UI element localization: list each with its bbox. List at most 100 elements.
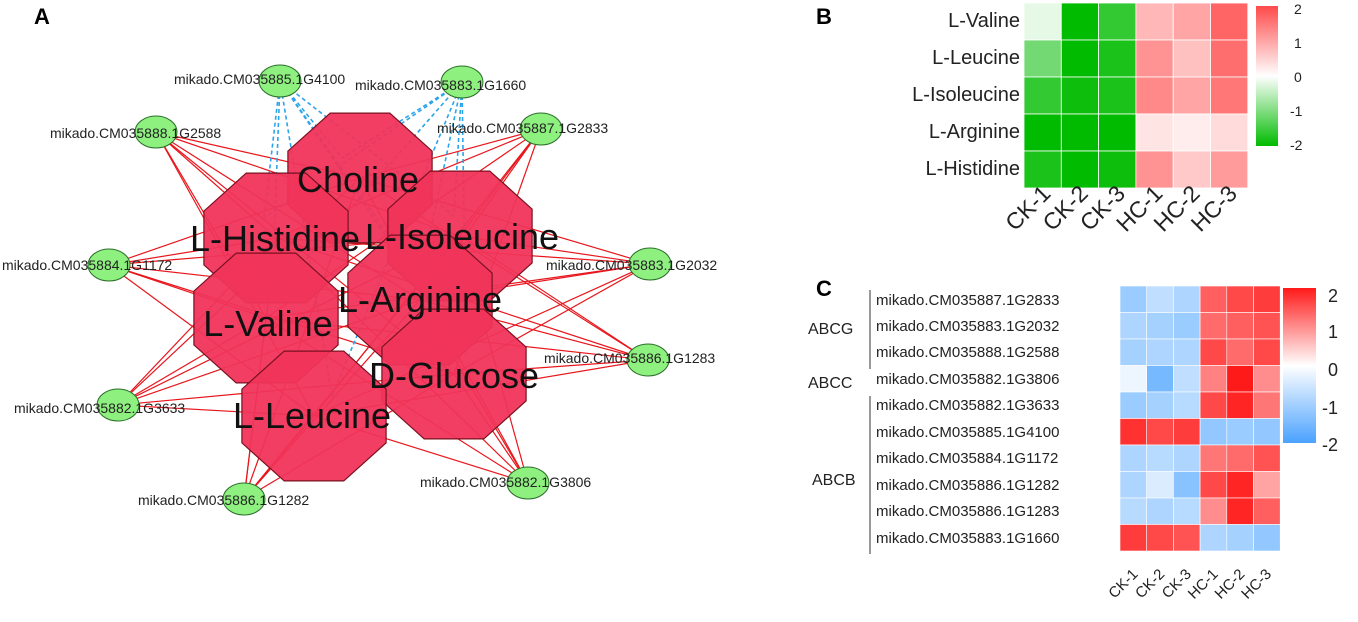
heatmap-c-row-label: mikado.CM035886.1G1282 <box>876 477 1059 494</box>
heatmap-c-cell <box>1119 497 1148 525</box>
gene-node <box>258 64 302 98</box>
legend-c-tick: -1 <box>1322 398 1338 418</box>
gene-node <box>506 466 550 500</box>
panel-label-b: B <box>816 4 832 29</box>
heatmap-c-cell <box>1199 444 1228 472</box>
gene-node <box>222 482 266 516</box>
heatmap-c-cell <box>1173 444 1201 472</box>
gene-label-g2032: mikado.CM035883.1G2032 <box>546 257 717 273</box>
heatmap-c-cell <box>1119 365 1148 393</box>
heatmap-c-cell <box>1146 391 1174 419</box>
heatmap-b-cell <box>1060 2 1100 41</box>
gene-label-g1282: mikado.CM035886.1G1282 <box>138 492 309 508</box>
gene-node <box>87 248 131 282</box>
heatmap-c-cell <box>1253 444 1281 472</box>
heatmap-c-cell <box>1199 312 1228 340</box>
heatmap-b-cell <box>1098 113 1137 152</box>
heatmap-c-cell <box>1119 418 1148 446</box>
heatmap-b-cell <box>1023 150 1062 189</box>
heatmap-b-column-labels: CK-1CK-2CK-3HC-1HC-2HC-3 <box>1000 180 1242 236</box>
heatmap-c-cell <box>1253 365 1281 393</box>
heatmap-c-cell <box>1146 338 1174 366</box>
panel-label-c: C <box>816 276 832 301</box>
heatmap-c-row-label: mikado.CM035883.1G1660 <box>876 530 1059 547</box>
heatmap-c-row-label: mikado.CM035882.1G3806 <box>876 371 1059 388</box>
heatmap-b-cell <box>1060 113 1100 152</box>
heatmap-b-legend: 2 1 0 -1 -2 <box>1256 1 1303 153</box>
heatmap-c-cell <box>1119 285 1148 313</box>
heatmap-c-cell <box>1119 524 1148 552</box>
heatmap-b: L-Valine L-Leucine L-Isoleucine L-Argini… <box>912 1 1303 236</box>
heatmap-b-cell <box>1172 76 1211 115</box>
heatmap-b-cell <box>1060 39 1100 78</box>
heatmap-c-cell <box>1226 285 1254 313</box>
heatmap-b-cell <box>1023 39 1062 78</box>
heatmap-c-cell <box>1226 471 1254 499</box>
legend-b-tick: -1 <box>1290 103 1303 119</box>
legend-c-tick: 1 <box>1328 322 1338 342</box>
heatmap-c-cell <box>1173 338 1201 366</box>
heatmap-b-cell <box>1098 39 1137 78</box>
group-label-abcc: ABCC <box>808 375 852 392</box>
legend-b-tick: -2 <box>1290 137 1303 153</box>
heatmap-c-cell <box>1226 312 1254 340</box>
group-label-abcg: ABCG <box>808 321 853 338</box>
heatmap-b-cell <box>1172 39 1211 78</box>
heatmap-c-cell <box>1173 497 1201 525</box>
heatmap-c-cell <box>1253 338 1281 366</box>
heatmap-c-cell <box>1173 471 1201 499</box>
heatmap-b-cell <box>1135 2 1174 41</box>
heatmap-b-cell <box>1210 113 1249 152</box>
negative-edge <box>453 81 463 217</box>
heatmap-c-row-label: mikado.CM035885.1G4100 <box>876 424 1059 441</box>
heatmap-c-cell <box>1173 524 1201 552</box>
heatmap-c-cell <box>1199 285 1228 313</box>
heatmap-c-row-label: mikado.CM035888.1G2588 <box>876 344 1059 361</box>
heatmap-c-group-brackets: ABCG ABCC ABCB <box>808 290 871 554</box>
gene-label-g1283: mikado.CM035886.1G1283 <box>544 350 715 366</box>
heatmap-c-cell <box>1146 365 1174 393</box>
heatmap-b-row-label: L-Histidine <box>926 158 1020 180</box>
gene-label-g3806: mikado.CM035882.1G3806 <box>420 474 591 490</box>
heatmap-c-cell <box>1226 365 1254 393</box>
heatmap-c-cell <box>1119 312 1148 340</box>
heatmap-b-row-label: L-Isoleucine <box>912 84 1020 106</box>
heatmap-c-cell <box>1173 285 1201 313</box>
gene-nodes <box>87 64 672 516</box>
heatmap-b-cells <box>1023 2 1249 189</box>
metabolite-nodes <box>193 112 533 482</box>
legend-c-tick: -2 <box>1322 435 1338 455</box>
heatmap-b-cell <box>1172 150 1211 189</box>
heatmap-b-cell <box>1210 39 1249 78</box>
heatmap-b-cell <box>1135 150 1174 189</box>
heatmap-b-cell <box>1210 150 1249 189</box>
heatmap-c-cell <box>1199 524 1228 552</box>
metabolite-label-glucose: D-Glucose <box>369 355 539 396</box>
heatmap-b-cell <box>1098 76 1137 115</box>
gene-label-g1172: mikado.CM035884.1G1172 <box>2 257 172 273</box>
metabolite-label-arginine: L-Arginine <box>338 279 502 320</box>
gene-node <box>440 65 484 99</box>
heatmap-c-cell <box>1119 338 1148 366</box>
heatmap-c: mikado.CM035887.1G2833 mikado.CM035883.1… <box>808 285 1338 603</box>
metabolite-label-leucine: L-Leucine <box>233 395 391 436</box>
heatmap-b-cell <box>1060 76 1100 115</box>
heatmap-c-column-label: CK-1 <box>1105 566 1141 602</box>
metabolite-label-choline: Choline <box>297 159 419 200</box>
gene-label-g4100: mikado.CM035885.1G4100 <box>174 71 345 87</box>
heatmap-c-cell <box>1199 338 1228 366</box>
heatmap-c-cell <box>1226 497 1254 525</box>
legend-b-tick: 0 <box>1294 69 1302 85</box>
gene-node <box>96 388 140 422</box>
heatmap-b-row-label: L-Leucine <box>932 47 1020 69</box>
heatmap-c-cell <box>1146 471 1174 499</box>
heatmap-c-cell <box>1253 524 1281 552</box>
heatmap-c-cell <box>1199 471 1228 499</box>
heatmap-c-column-label: CK-2 <box>1132 566 1168 602</box>
heatmap-c-cell <box>1146 418 1174 446</box>
heatmap-c-column-label: HC-2 <box>1212 566 1249 603</box>
heatmap-c-column-label: HC-3 <box>1238 566 1275 603</box>
heatmap-b-cell <box>1098 2 1137 41</box>
heatmap-c-column-label: HC-1 <box>1185 566 1222 603</box>
